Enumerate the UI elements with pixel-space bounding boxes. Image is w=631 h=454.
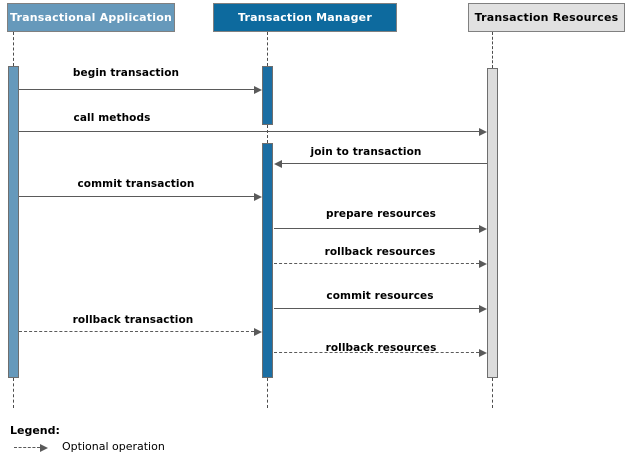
lifeline-app-segment-0 — [13, 32, 14, 66]
message-line-m5 — [274, 228, 479, 229]
participant-box-res[interactable]: Transaction Resources — [468, 3, 625, 32]
participant-label-res: Transaction Resources — [474, 11, 619, 24]
message-arrowhead-m3 — [274, 159, 282, 168]
activation-bar-tm-2 — [262, 143, 273, 378]
participant-label-tm: Transaction Manager — [238, 11, 372, 24]
lifeline-app-segment-1 — [13, 378, 14, 408]
message-line-m9 — [274, 352, 479, 353]
lifeline-tm-segment-2 — [267, 378, 268, 408]
message-label-m8: rollback transaction — [72, 314, 194, 326]
participant-box-tm[interactable]: Transaction Manager — [213, 3, 397, 32]
legend-entry-label-0: Optional operation — [62, 440, 165, 453]
legend-line-0 — [14, 447, 40, 448]
message-arrowhead-m4 — [254, 192, 262, 201]
message-label-m9: rollback resources — [325, 342, 437, 354]
message-line-m4 — [19, 196, 254, 197]
activation-bar-res-3 — [487, 68, 498, 378]
message-arrowhead-m9 — [479, 348, 487, 357]
legend-arrowhead-0 — [40, 443, 48, 452]
lifeline-res-segment-1 — [492, 378, 493, 408]
activation-bar-app-0 — [8, 66, 19, 378]
message-arrowhead-m7 — [479, 304, 487, 313]
message-label-m6: rollback resources — [324, 246, 436, 258]
message-label-m2: call methods — [73, 112, 151, 124]
activation-bar-tm-1 — [262, 66, 273, 125]
message-label-m7: commit resources — [326, 290, 434, 302]
message-line-m1 — [19, 89, 254, 90]
message-label-m3: join to transaction — [310, 146, 422, 158]
message-line-m2 — [19, 131, 479, 132]
message-arrowhead-m2 — [479, 127, 487, 136]
message-arrowhead-m6 — [479, 259, 487, 268]
participant-box-app[interactable]: Transactional Application — [7, 3, 175, 32]
legend-title: Legend: — [10, 424, 60, 437]
lifeline-tm-segment-1 — [267, 125, 268, 143]
message-line-m7 — [274, 308, 479, 309]
message-line-m6 — [274, 263, 479, 264]
participant-label-app: Transactional Application — [9, 11, 173, 24]
message-arrowhead-m5 — [479, 224, 487, 233]
message-arrowhead-m1 — [254, 85, 262, 94]
message-line-m8 — [19, 331, 254, 332]
message-arrowhead-m8 — [254, 327, 262, 336]
lifeline-res-segment-0 — [492, 32, 493, 68]
message-label-m1: begin transaction — [72, 67, 180, 79]
message-line-m3 — [282, 163, 487, 164]
lifeline-tm-segment-0 — [267, 32, 268, 66]
message-label-m4: commit transaction — [77, 178, 195, 190]
message-label-m5: prepare resources — [325, 208, 437, 220]
